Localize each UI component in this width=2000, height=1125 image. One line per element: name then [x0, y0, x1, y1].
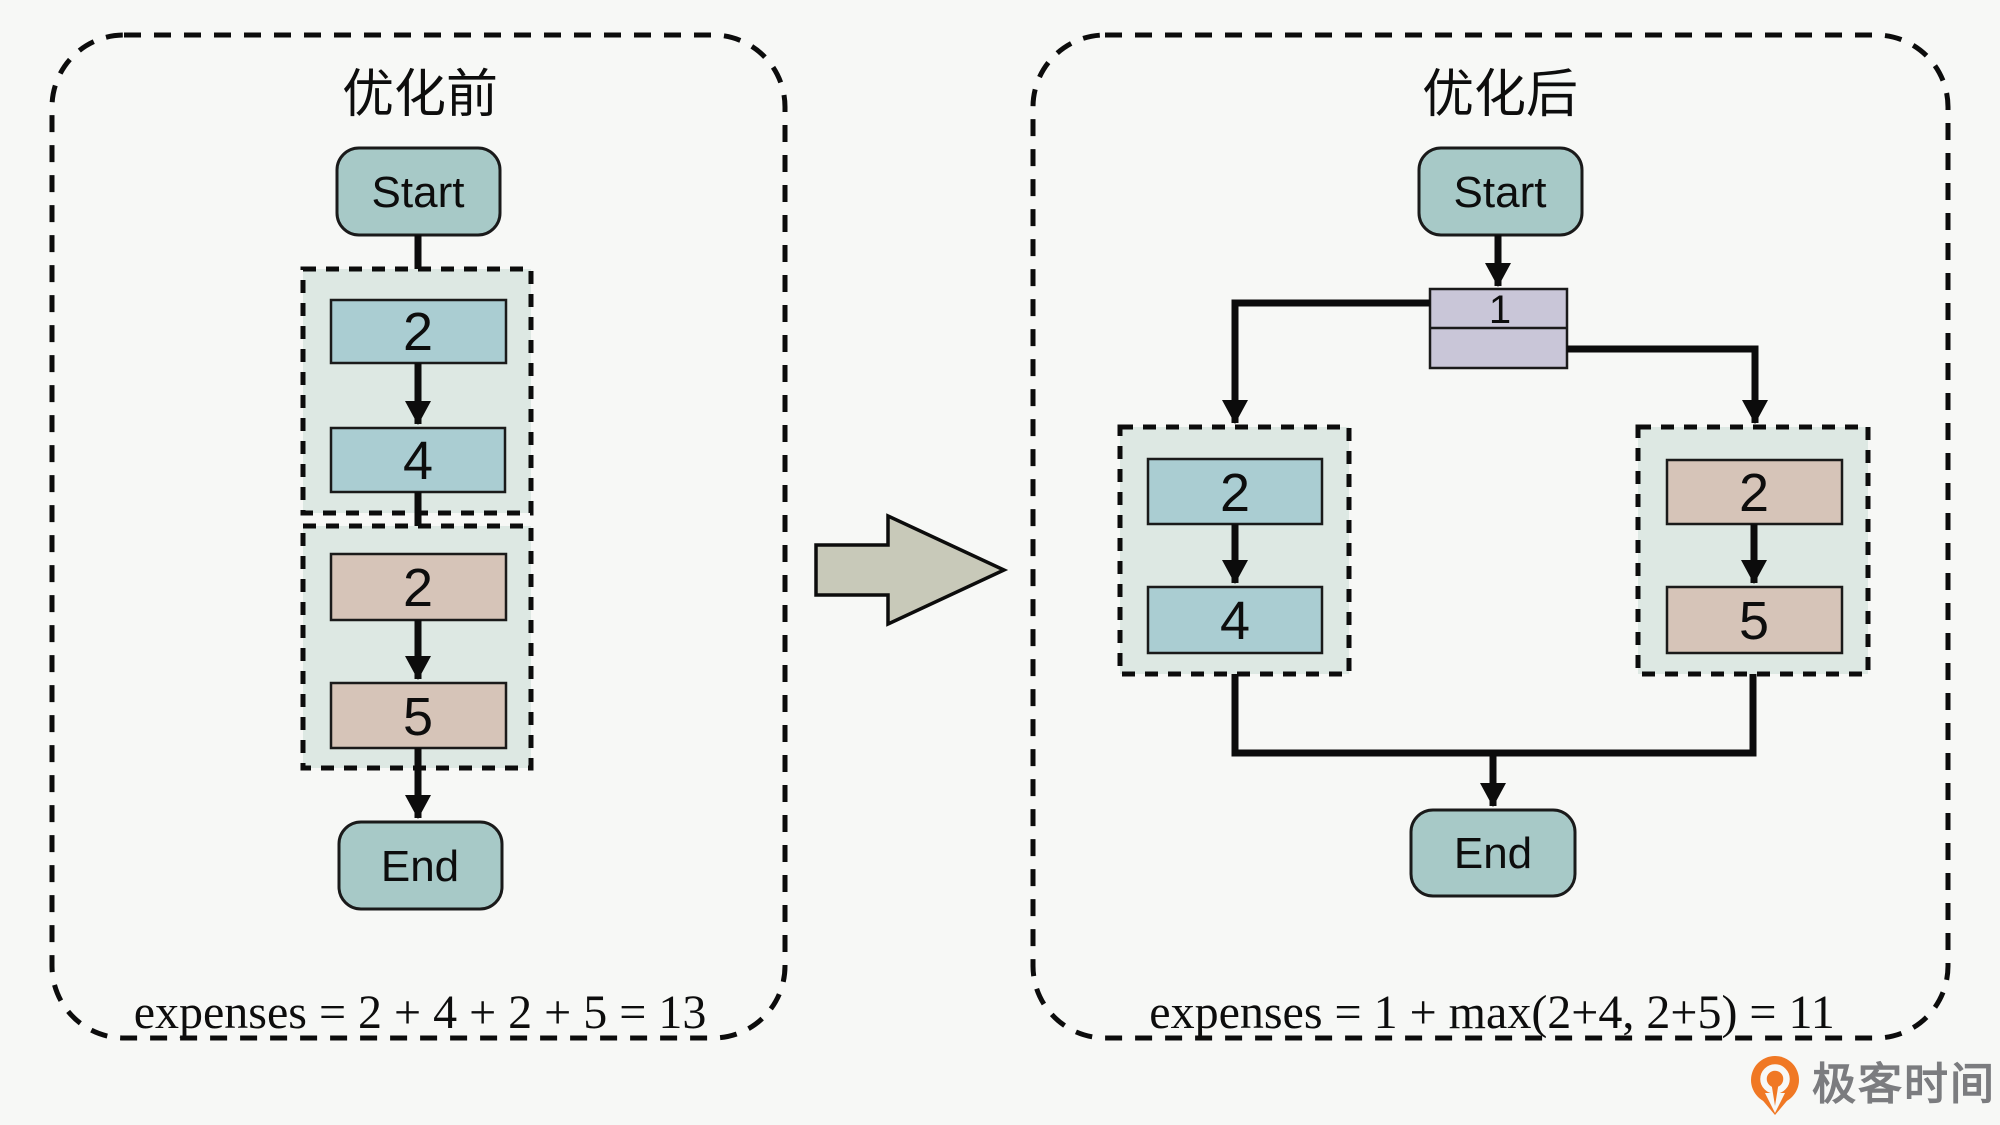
geektime-logo-text: 极客时间	[1812, 1060, 1996, 1109]
panel-before-border	[49, 32, 788, 1041]
before-step-5-box	[329, 681, 508, 750]
after-right-step-5-label: 5	[1739, 591, 1769, 651]
after-fork-label: 1	[1489, 288, 1511, 332]
panel-before: 优化前 Start 2 4 2 5 End expenses = 2 + 4 +…	[49, 32, 788, 1041]
after-merge-connector	[1231, 674, 1757, 757]
before-step-5-label: 5	[403, 687, 433, 747]
geektime-logo: 极客时间	[1751, 1056, 1996, 1115]
after-left-step-2-box	[1146, 457, 1324, 526]
after-left-step-2-label: 2	[1220, 463, 1250, 523]
after-branch-right-connector	[1567, 345, 1768, 424]
transform-right-arrow-icon	[814, 513, 1009, 627]
before-expenses-formula: expenses = 2 + 4 + 2 + 5 = 13	[134, 986, 707, 1039]
after-right-step-2-box	[1665, 458, 1844, 526]
panel-before-title: 优化前	[342, 66, 498, 124]
after-branch-left-connector	[1222, 299, 1430, 424]
after-right-step-2-label: 2	[1739, 463, 1769, 523]
before-end-label: End	[381, 842, 459, 891]
after-right-step-5-box	[1665, 585, 1844, 655]
after-left-step-4-box	[1146, 585, 1324, 655]
after-start-label: Start	[1454, 168, 1547, 217]
before-end-node	[337, 820, 504, 911]
before-step-2a-box	[329, 298, 508, 365]
after-end-node	[1409, 808, 1577, 898]
before-start-label: Start	[372, 168, 465, 217]
after-left-step-4-label: 4	[1220, 591, 1250, 651]
geektime-pin-icon	[1751, 1056, 1799, 1115]
before-step-2a-label: 2	[403, 302, 433, 362]
before-step-2b-box	[329, 552, 508, 622]
panel-after-title: 优化后	[1422, 66, 1578, 124]
before-step-4-label: 4	[403, 431, 433, 491]
before-step-2b-label: 2	[403, 558, 433, 618]
after-end-label: End	[1454, 829, 1532, 878]
panel-after: 优化后 Start 1 2 4 2 5 End expen	[1030, 32, 1951, 1041]
after-expenses-formula: expenses = 1 + max(2+4, 2+5) = 11	[1149, 986, 1834, 1039]
